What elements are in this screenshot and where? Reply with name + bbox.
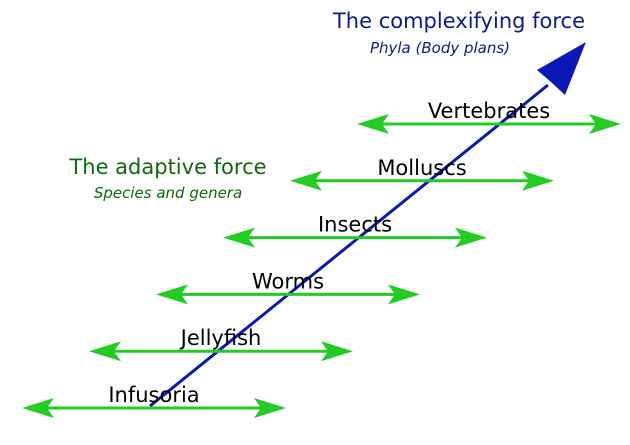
adaptive-arrow-insects [223,227,487,248]
level-label-vertebrates: Vertebrates [428,99,550,123]
complexifying-force-subtitle: Phyla (Body plans) [370,39,510,57]
adaptive-arrowhead-right [522,170,554,191]
adaptive-arrowhead-left [22,398,54,418]
adaptive-arrowhead-left [290,170,322,191]
adaptive-arrowhead-right [388,284,420,305]
adaptive-force-title: The adaptive force [68,155,266,179]
adaptive-arrowhead-left [357,114,389,134]
adaptive-arrow-vertebrates [357,114,621,134]
level-label-molluscs: Molluscs [377,156,466,180]
level-label-jellyfish: Jellyfish [179,326,262,350]
complexifying-force-title: The complexifying force [332,9,585,33]
adaptive-arrow-molluscs [290,170,554,191]
adaptive-arrowhead-right [254,398,286,418]
adaptive-force-subtitle: Species and genera [94,184,242,202]
level-label-worms: Worms [252,269,324,293]
level-label-infusoria: Infusoria [108,383,199,407]
level-label-insects: Insects [318,213,392,237]
adaptive-arrow-infusoria [22,398,286,418]
complexifying-force-arrow-shaft [149,83,549,408]
adaptive-arrowhead-left [223,227,255,248]
adaptive-arrowhead-left [156,284,188,305]
adaptive-arrowhead-right [589,114,621,134]
adaptive-arrowhead-right [455,227,487,248]
complexifying-force-arrowhead [537,42,586,95]
adaptive-arrow-jellyfish [89,341,353,362]
adaptive-arrow-worms [156,284,420,305]
adaptive-arrowhead-left [89,341,121,362]
adaptive-arrowhead-right [321,341,353,362]
